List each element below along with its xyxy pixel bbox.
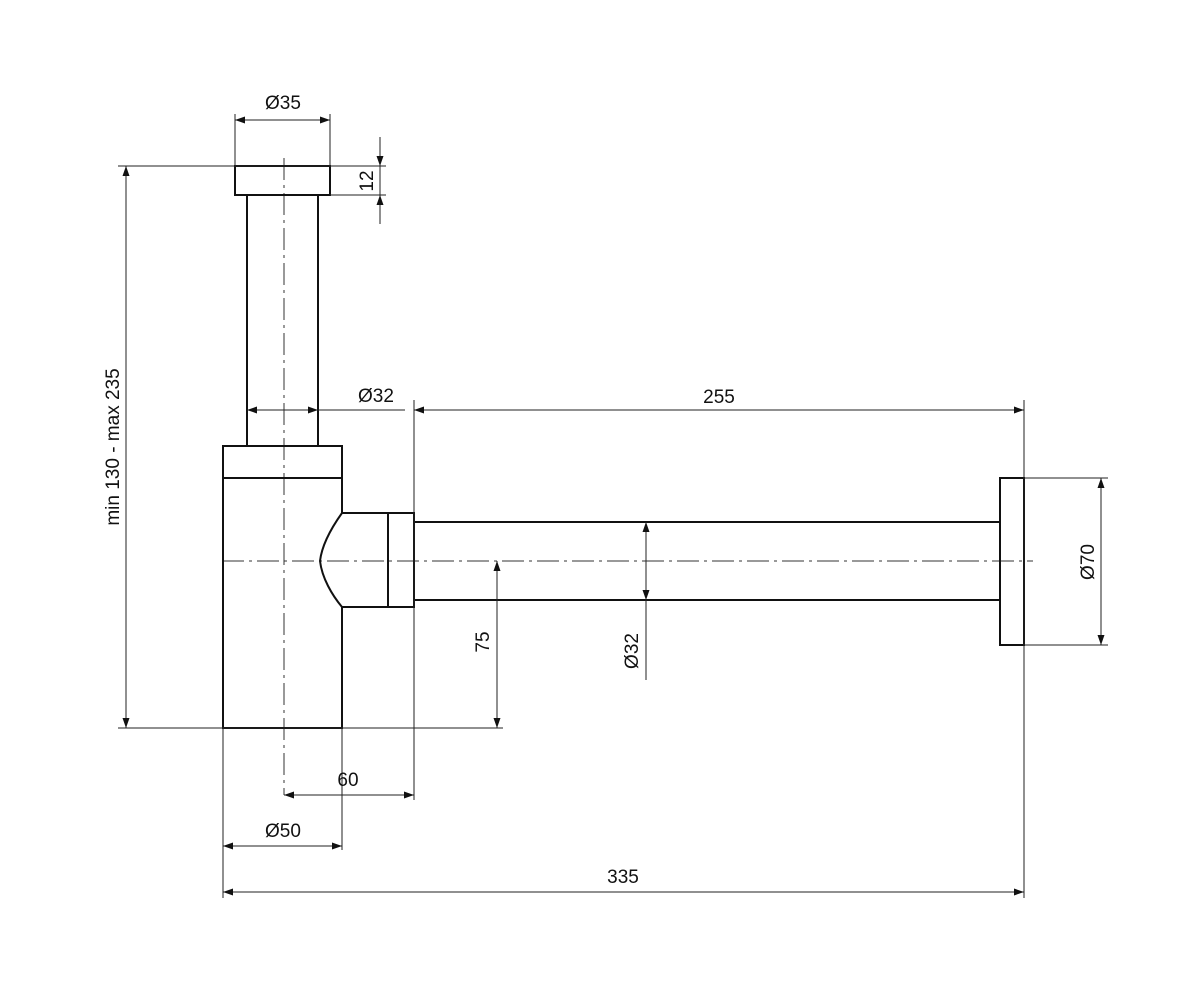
label-axis-offset: 60 [337,770,358,791]
connector-nut [387,512,415,608]
label-top-diameter: Ø35 [265,93,301,114]
body-cylinder [222,478,343,729]
dimension-lines [122,116,1105,896]
body-collar [222,445,343,479]
label-overall-length: 335 [607,867,639,888]
extension-lines [118,114,1108,898]
label-wall-flange-diameter: Ø70 [1078,544,1099,580]
elbow-connector [318,512,389,608]
label-inlet-pipe-diameter: Ø32 [358,386,394,407]
inlet-pipe [246,194,319,447]
label-body-diameter: Ø50 [265,821,301,842]
centerlines [222,158,1033,795]
dimension-labels: Ø35 12 min 130 - max 235 Ø32 255 Ø70 75 … [103,93,1099,888]
label-outlet-pipe-diameter: Ø32 [622,633,643,669]
label-outlet-length: 255 [703,387,735,408]
label-outlet-height: 75 [473,631,494,652]
top-cap [234,165,331,196]
label-cap-height: 12 [357,170,378,191]
label-height-range: min 130 - max 235 [103,368,124,525]
